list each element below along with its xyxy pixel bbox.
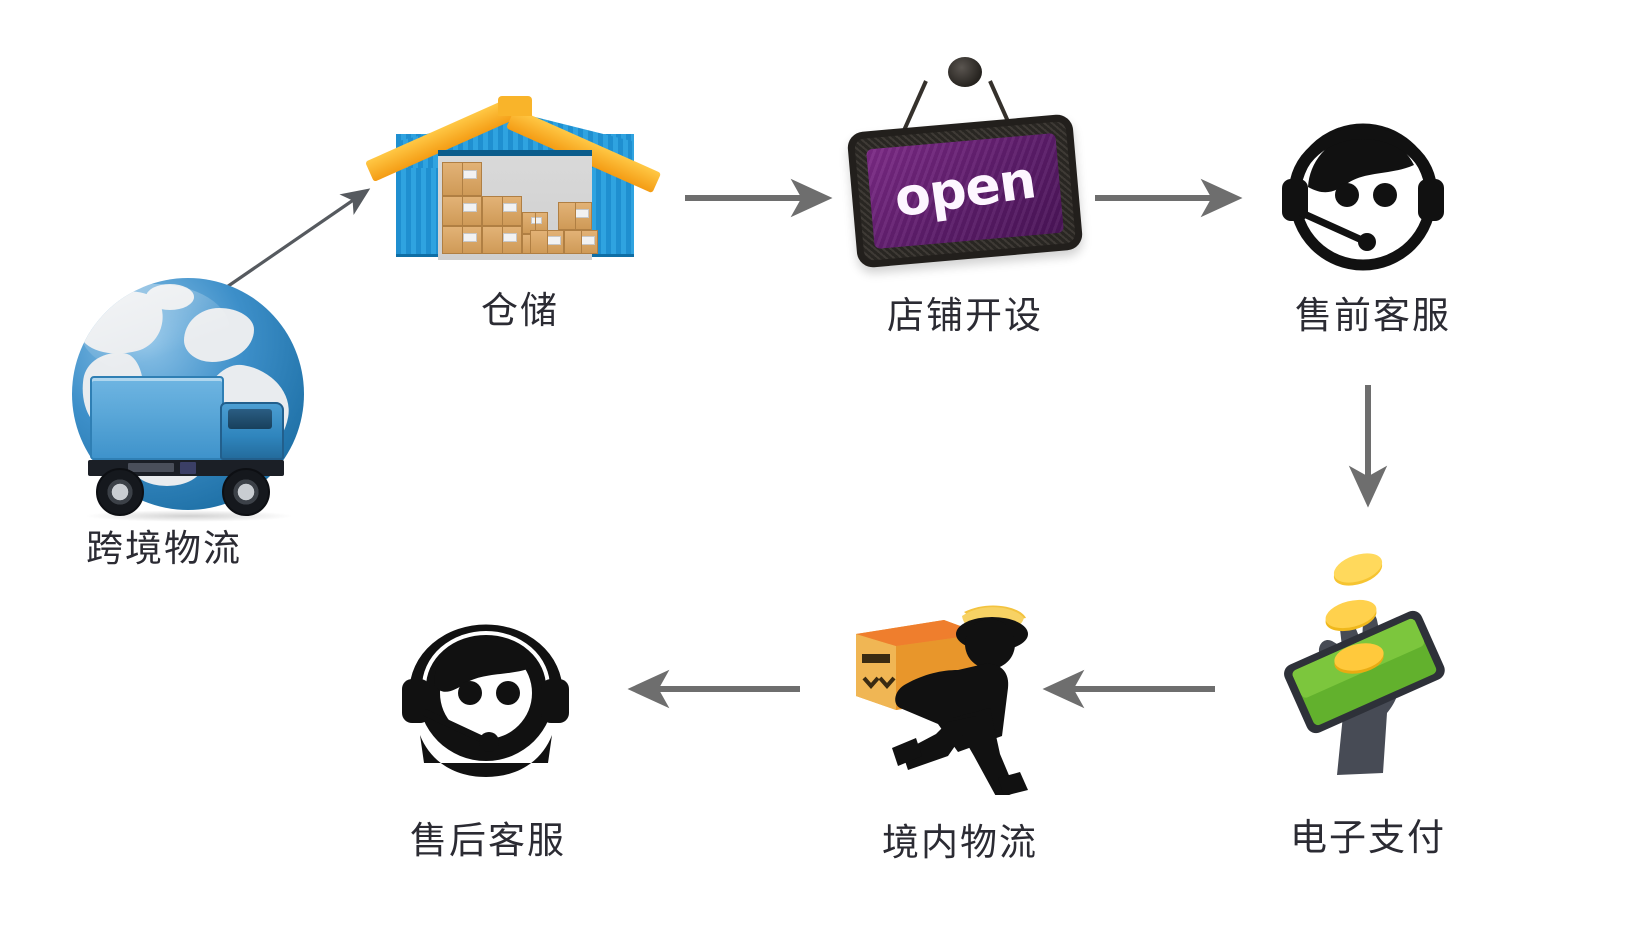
node-label-presales-support: 售前客服 [1295,294,1451,337]
truck-shape [84,376,312,522]
node-warehousing[interactable]: 仓储 [365,90,670,350]
headset-agent-icon [388,595,578,785]
node-cross-border-logistics[interactable]: 跨境物流 [72,278,332,588]
node-store-setup[interactable]: open 店铺开设 [840,55,1120,345]
node-label-aftersales-support: 售后客服 [410,819,566,862]
connector-store-to-presales [1095,178,1245,218]
globe-truck-icon [72,278,312,522]
courier-box-icon [840,590,1030,800]
connector-warehouse-to-store [685,178,835,218]
node-label-domestic-logistics: 境内物流 [882,821,1038,864]
headset-agent-icon [1268,95,1458,285]
sign-board: open [846,113,1084,269]
node-presales-support[interactable]: 售前客服 [1268,95,1528,345]
node-label-electronic-payment: 电子支付 [1290,816,1446,859]
sign-hook-icon [948,57,982,87]
warehouse-icon [365,90,662,265]
node-electronic-payment[interactable]: 电子支付 [1258,545,1518,859]
node-label-cross-border-logistics: 跨境物流 [86,527,242,570]
connector-payment-to-domestic [1040,669,1225,709]
node-domestic-logistics[interactable]: 境内物流 [840,590,1100,864]
node-label-warehousing: 仓储 [481,289,559,332]
node-aftersales-support[interactable]: 售后客服 [388,595,648,862]
connector-logistics-to-warehouse [215,178,385,298]
connector-domestic-to-aftersales [625,669,810,709]
node-label-store-setup: 店铺开设 [887,294,1043,337]
mobile-payment-icon [1258,545,1458,795]
open-sign-icon: open [840,55,1090,285]
sign-text: open [890,150,1040,230]
connector-presales-to-payment [1348,385,1388,510]
